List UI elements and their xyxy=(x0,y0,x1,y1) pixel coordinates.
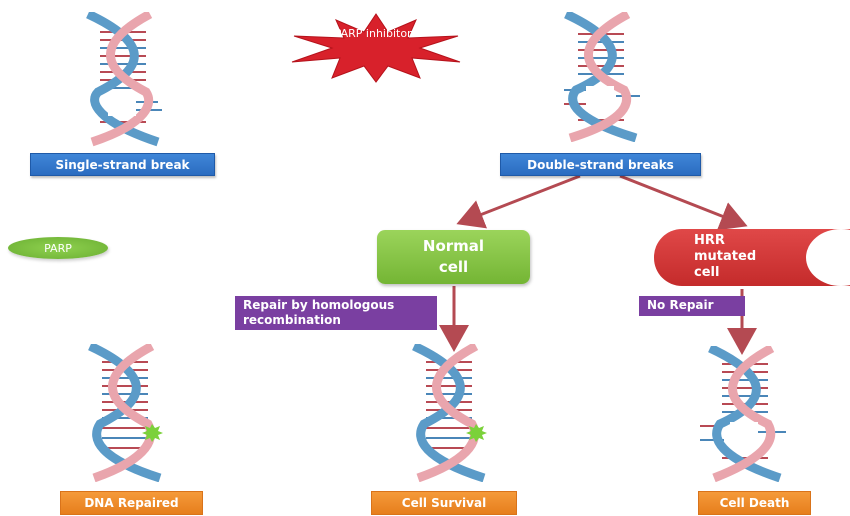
dna-helix-icon xyxy=(412,344,487,482)
repair-spark-icon xyxy=(142,424,163,442)
no-repair-label: No Repair xyxy=(639,296,745,316)
double-strand-breaks-label: Double-strand breaks xyxy=(500,153,701,176)
cell-death-label: Cell Death xyxy=(698,491,811,515)
single-strand-break-label: Single-strand break xyxy=(30,153,215,176)
parp-label: PARP xyxy=(8,237,108,259)
dna-repaired-label: DNA Repaired xyxy=(60,491,203,515)
starburst-icon xyxy=(291,13,461,83)
arrow-to-normal-cell xyxy=(456,174,581,229)
repair-by-hr-label: Repair by homologous recombination xyxy=(235,296,437,330)
repair-spark-icon xyxy=(466,424,487,442)
dna-helix-icon xyxy=(86,12,162,147)
dna-helix-icon xyxy=(700,346,786,482)
normal-cell-box: Normal cell xyxy=(377,230,530,284)
arrow-to-hrr-cell xyxy=(619,174,748,231)
dna-helix-icon xyxy=(564,12,640,142)
parp-inhibitors-label: PARP inhibitors xyxy=(334,27,418,40)
dna-helix-icon xyxy=(88,344,163,482)
cell-survival-label: Cell Survival xyxy=(371,491,517,515)
